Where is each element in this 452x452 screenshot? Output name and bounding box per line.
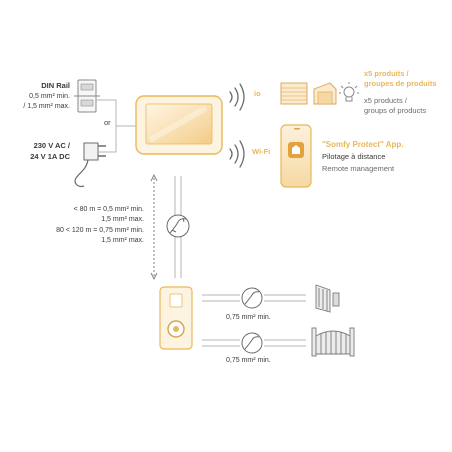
adapter-voltage-dc: 24 V 1A DC	[30, 152, 70, 161]
door-lock-icon	[315, 284, 340, 313]
gate-cable-icon	[241, 287, 263, 309]
portal-wire-gauge: 0,75 mm² min.	[226, 357, 271, 364]
cable-spec-long-min: 80 < 120 m = 0,75 mm² min.	[56, 227, 144, 234]
indoor-monitor-icon	[135, 95, 223, 155]
din-rail-title: DIN Rail	[41, 81, 70, 90]
app-name: "Somfy Protect" App.	[322, 140, 404, 149]
cable-spec-long-max: 1,5 mm² max.	[101, 237, 144, 244]
portal-cable-icon	[241, 332, 263, 354]
gate-wiring	[202, 294, 306, 347]
cable-spec-short-min: < 80 m = 0,5 mm² min.	[73, 206, 144, 213]
roller-shutter-icon	[280, 82, 308, 105]
power-adapter-icon	[74, 142, 106, 188]
adapter-voltage-ac: 230 V AC /	[33, 141, 70, 150]
portal-gate-icon	[311, 327, 355, 357]
cable-spec-short-max: 1,5 mm² max.	[101, 216, 144, 223]
products-en-line1: x5 products /	[364, 96, 407, 105]
outdoor-station-icon	[159, 286, 193, 350]
wifi-label: Wi-Fi	[252, 147, 271, 156]
light-bulb-icon	[339, 82, 359, 102]
io-wireless-icon	[229, 83, 245, 111]
din-rail-module-icon	[74, 79, 100, 113]
or-label: or	[104, 118, 111, 127]
garage-door-icon	[313, 82, 337, 105]
cable-section-icon	[166, 214, 190, 238]
products-en-line2: groups of products	[364, 106, 427, 115]
power-wiring	[96, 99, 136, 153]
products-fr-line2: groupes de produits	[364, 79, 437, 88]
gate-wire-gauge: 0,75 mm² min.	[226, 314, 271, 321]
smartphone-icon	[280, 124, 312, 188]
products-fr-line1: x5 produits /	[364, 69, 409, 78]
din-rail-min-gauge: 0,5 mm² min.	[29, 93, 70, 100]
io-label: io	[254, 89, 261, 98]
cable-length-arrow	[150, 173, 158, 281]
app-description-fr: Pilotage à distance	[322, 152, 386, 161]
wifi-wireless-icon	[229, 140, 245, 168]
app-description-en: Remote management	[322, 164, 395, 173]
din-rail-max-gauge: / 1,5 mm² max.	[23, 103, 70, 110]
